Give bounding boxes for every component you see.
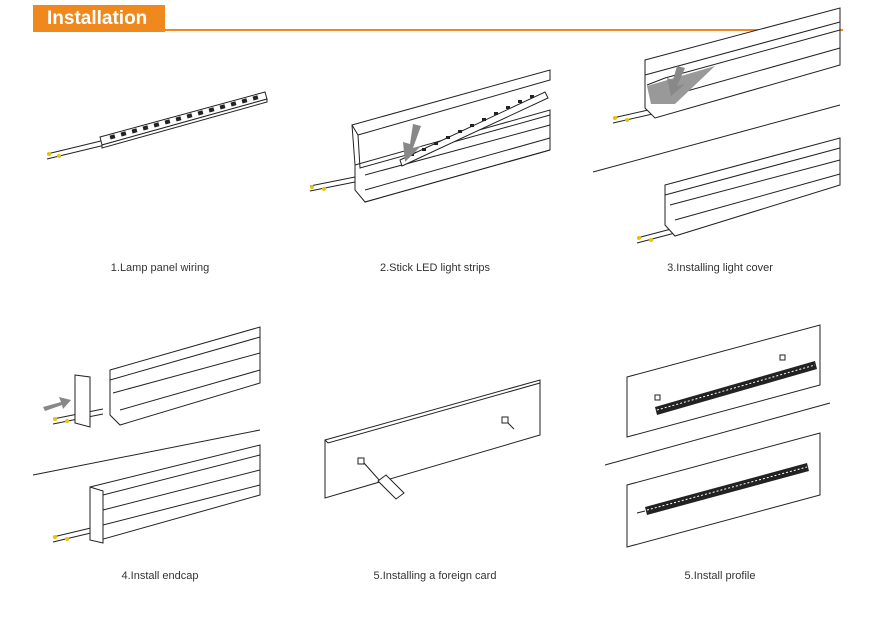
step-3-caption: 3.Installing light cover — [667, 262, 773, 274]
title-rule — [33, 29, 843, 31]
step-6-caption: 5.Install profile — [684, 570, 756, 582]
led-chips — [109, 95, 259, 140]
mount-profile-illustration — [604, 324, 831, 548]
divider — [604, 402, 831, 466]
install-cover-illustration — [592, 7, 841, 244]
step-6: 5.Install profile — [585, 315, 855, 582]
step-1-caption: 1.Lamp panel wiring — [110, 262, 210, 274]
led-strip-wiring-illustration — [46, 91, 268, 160]
step-3: 3.Installing light cover — [585, 0, 855, 274]
down-arrow-icon — [667, 66, 685, 96]
step-4-caption: 4.Install endcap — [121, 570, 199, 582]
mounting-clip — [357, 416, 515, 465]
stick-strip-illustration — [309, 69, 551, 203]
step-5-caption: 5.Installing a foreign card — [373, 570, 497, 582]
divider — [32, 429, 261, 476]
right-arrow-icon — [43, 397, 71, 411]
step-2-caption: 2.Stick LED light strips — [379, 262, 491, 274]
screwdriver-icon — [363, 462, 405, 500]
step-5: 5.Installing a foreign card — [300, 315, 570, 582]
led-chips — [410, 95, 534, 156]
install-endcap-illustration — [32, 326, 261, 544]
down-arrow-icon — [403, 124, 421, 162]
step-1: 1.Lamp panel wiring — [25, 40, 295, 290]
step-2: 2.Stick LED light strips — [300, 40, 570, 290]
divider — [592, 104, 841, 173]
step-4: 4.Install endcap — [25, 315, 295, 582]
install-clip-illustration — [324, 379, 541, 500]
section-title: Installation — [33, 5, 165, 32]
